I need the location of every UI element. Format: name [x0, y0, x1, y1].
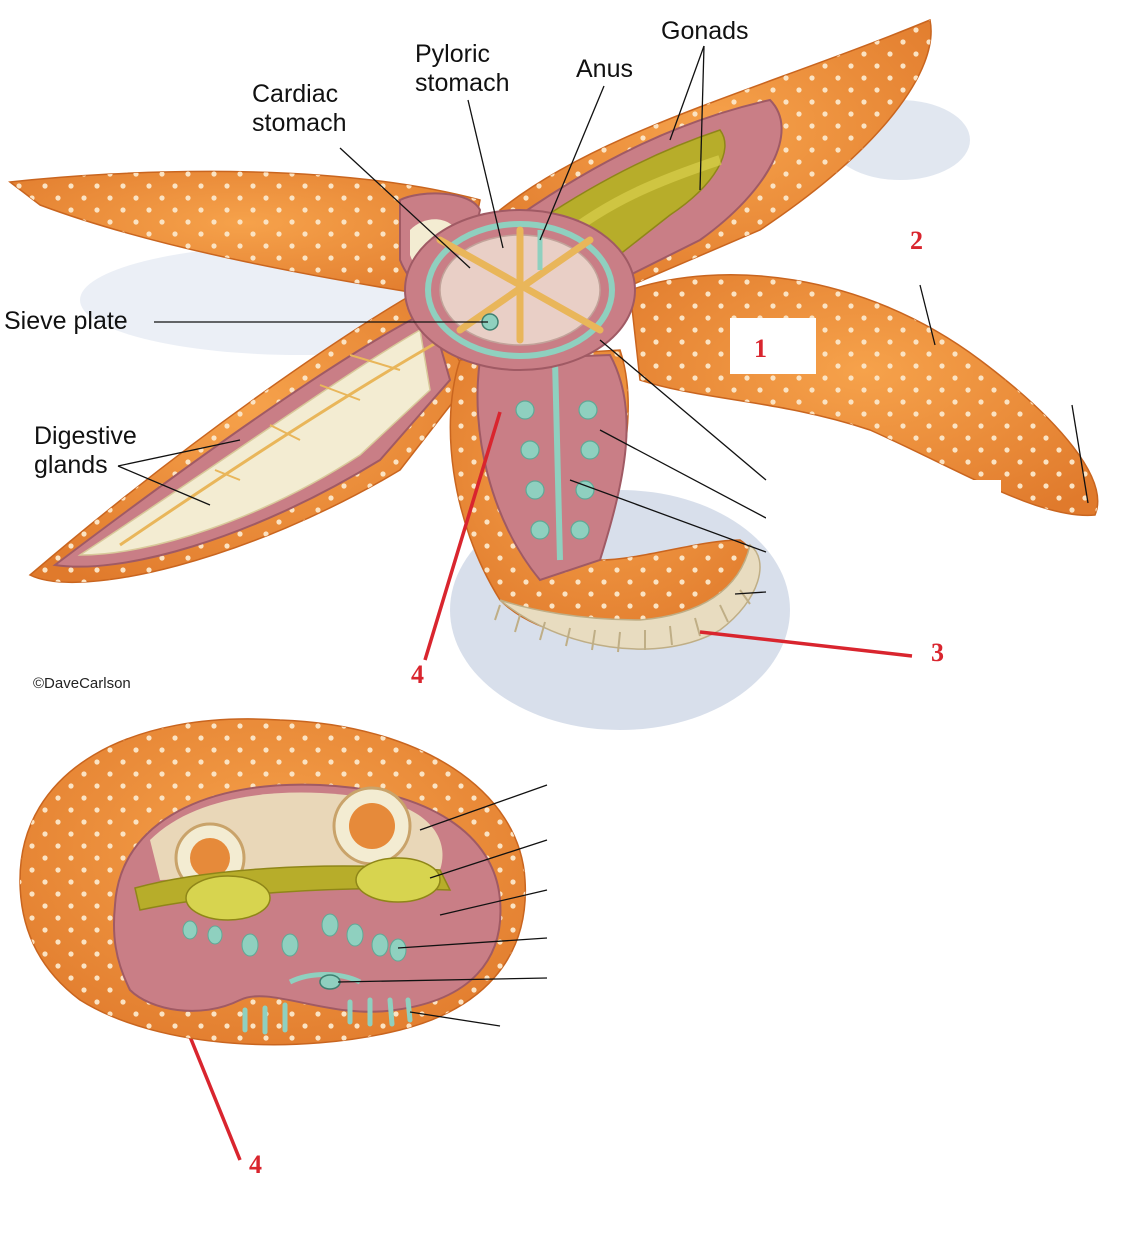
- leader-gonads-1: [669, 45, 705, 141]
- leader-tip: [1071, 404, 1089, 504]
- leader-lines: [117, 45, 1089, 595]
- xs-leader-3: [439, 889, 548, 916]
- arm-bottom: [449, 349, 761, 653]
- leader-digestive-glands-2: [117, 465, 211, 506]
- xs-leader-1: [419, 784, 548, 831]
- xs-leader-4: [397, 937, 548, 949]
- leader-ampulla: [599, 429, 767, 519]
- label-digestive-glands: Digestive glands: [34, 422, 137, 480]
- xs-leader-5: [337, 977, 548, 983]
- label-cardiac-line1: Cardiac: [252, 80, 339, 108]
- cross-section-leader-lines: [337, 784, 548, 1027]
- label-sieve-plate: Sieve plate: [4, 307, 128, 335]
- leader-ring-canal: [599, 339, 767, 481]
- leader-gonads-2: [699, 45, 705, 191]
- credit-text: ©DaveCarlson: [33, 675, 131, 692]
- marker-3: 3: [931, 638, 944, 667]
- blank-label-box: [766, 480, 1001, 520]
- label-gonads: Gonads: [661, 17, 749, 45]
- label-cardiac-line2: stomach: [252, 109, 347, 137]
- leader-tube-feet: [734, 591, 767, 595]
- red-line-4-top: [423, 411, 502, 661]
- label-digestive-line1: Digestive: [34, 422, 137, 450]
- leader-anus: [539, 85, 605, 241]
- arm-lower-left: [28, 288, 471, 584]
- xs-leader-6: [409, 1011, 501, 1027]
- label-pyloric-line2: stomach: [415, 69, 510, 97]
- marker-1: 1: [754, 334, 767, 363]
- leader-cardiac-stomach: [339, 147, 471, 269]
- label-box-1: [730, 318, 816, 374]
- leader-digestive-glands-1: [117, 439, 241, 467]
- label-cardiac-stomach: Cardiac stomach: [252, 80, 346, 138]
- label-pyloric-line1: Pyloric: [415, 40, 491, 68]
- marker-2: 2: [910, 226, 923, 255]
- marker-4-bottom: 4: [249, 1150, 262, 1179]
- arm-upper-left: [8, 170, 481, 301]
- marker-4-top: 4: [411, 660, 424, 689]
- leader-pyloric-stomach: [467, 99, 504, 249]
- central-disk: [404, 209, 636, 371]
- leader-2: [919, 284, 936, 346]
- label-digestive-line2: glands: [34, 451, 108, 479]
- arm-cross-section: [19, 718, 527, 1046]
- label-pyloric-stomach: Pyloric stomach: [415, 40, 509, 98]
- leader-radial-canal: [569, 479, 767, 553]
- label-anus: Anus: [576, 55, 633, 83]
- xs-leader-2: [429, 839, 548, 879]
- red-line-3: [699, 630, 913, 658]
